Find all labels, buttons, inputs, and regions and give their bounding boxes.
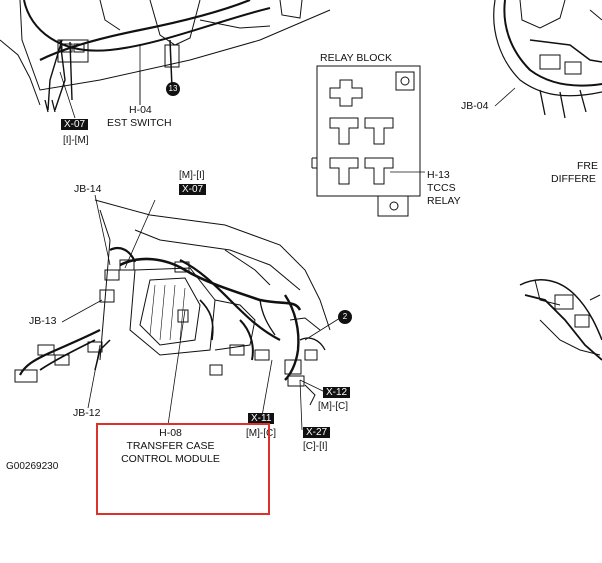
jb13-label: JB-13 [29, 315, 57, 327]
figure-id: G00269230 [6, 461, 59, 472]
h08-name-1: TRANSFER CASE [126, 440, 215, 452]
relay-block-title: RELAY BLOCK [320, 52, 392, 64]
dash-harness-top [0, 0, 331, 113]
circle-2-marker: 2 [338, 310, 352, 324]
jb14-label: JB-14 [74, 183, 102, 195]
x07-top-tag: X-07 [61, 119, 89, 130]
h08-code: H-08 [159, 427, 182, 439]
circle-13-marker: 13 [166, 82, 180, 96]
x27-connector: [C]-[I] [303, 441, 328, 452]
x27-tag: X-27 [303, 427, 331, 438]
jb04-label: JB-04 [461, 100, 489, 112]
h08-name-2: CONTROL MODULE [121, 453, 220, 465]
x07-top-connector: [I]-[M] [63, 135, 89, 146]
x12-tag: X-12 [323, 387, 351, 398]
x11-connector: [M]-[C] [246, 428, 276, 439]
center-harness [14, 199, 331, 406]
h04-code: H-04 [129, 104, 152, 116]
h13-name-2: RELAY [427, 195, 461, 207]
x07-mid-connector: [M]-[I] [179, 170, 205, 181]
h04-name: EST SWITCH [107, 117, 172, 129]
jb04-harness [493, 0, 602, 119]
highlight-box [96, 423, 270, 515]
relay-block [311, 65, 425, 217]
h13-name-1: TCCS [427, 182, 456, 194]
right-harness [519, 279, 602, 361]
x11-tag: X-11 [248, 413, 275, 424]
x12-connector: [M]-[C] [318, 401, 348, 412]
fre-label: FRE [577, 160, 598, 172]
differe-label: DIFFERE [551, 173, 596, 185]
x07-mid-tag: X-07 [179, 184, 207, 195]
jb12-label: JB-12 [73, 407, 101, 419]
h13-code: H-13 [427, 169, 450, 181]
